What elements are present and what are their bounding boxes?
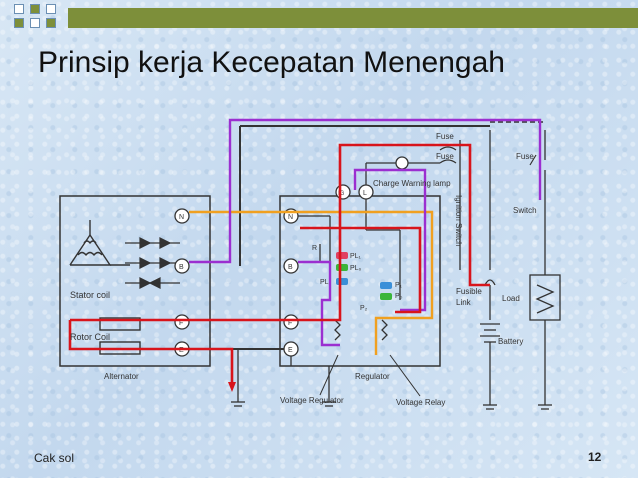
reg-terminal-l: L — [363, 190, 367, 197]
red-wire-3 — [300, 226, 422, 314]
label-r: R — [312, 245, 317, 252]
label-pl0: PL₀ — [350, 265, 362, 272]
orange-wire — [189, 210, 434, 355]
reg-terminal-ig: IG — [338, 191, 345, 197]
label-alternator: Alternator — [104, 372, 139, 381]
label-fuse-1: Fuse — [436, 132, 454, 141]
reg-terminal-b: B — [288, 264, 293, 271]
label-charge-lamp: Charge Warning lamp — [373, 179, 451, 188]
purple-wire-2 — [298, 260, 340, 347]
alt-terminal-b: B — [179, 264, 184, 271]
label-battery: Battery — [498, 337, 523, 346]
alternator-terminals — [174, 208, 190, 357]
label-p0: P₀ — [395, 293, 403, 300]
charge-lamp-icon — [395, 156, 409, 170]
label-p1: P₁ — [395, 282, 403, 289]
regulator-box — [279, 195, 441, 367]
stator-coil — [69, 220, 130, 266]
red-arrow-icon — [228, 382, 236, 392]
relay-contacts — [336, 252, 392, 300]
label-fuse-2: Fuse — [436, 152, 454, 161]
red-wire — [68, 320, 234, 385]
label-voltage-regulator: Voltage Regulator — [280, 396, 344, 405]
footer-author: Cak sol — [34, 451, 75, 465]
label-stator-coil: Stator coil — [70, 290, 110, 300]
alt-terminal-e: E — [179, 347, 184, 354]
purple-wire — [189, 118, 542, 264]
alternator-box — [59, 195, 211, 367]
label-pl1: PL₁ — [350, 253, 362, 260]
alt-terminal-n: N — [179, 214, 184, 221]
ground-symbols — [231, 350, 336, 407]
diode-bridge — [125, 237, 180, 289]
label-rotor-coil: Rotor Coil — [70, 332, 110, 342]
label-voltage-relay: Voltage Relay — [396, 398, 445, 407]
label-pl2: PL₂ — [320, 279, 332, 286]
reg-terminal-e: E — [288, 347, 293, 354]
decorative-squares — [0, 0, 70, 40]
alt-terminal-f: F — [179, 320, 183, 327]
battery-load-circuit — [480, 130, 561, 410]
slide-title: Prinsip kerja Kecepatan Menengah — [38, 46, 505, 79]
label-load: Load — [502, 294, 520, 303]
label-switch: Switch — [513, 206, 537, 215]
label-link: Link — [456, 298, 472, 307]
label-fusible: Fusible — [456, 287, 482, 296]
page-number: 12 — [588, 450, 602, 464]
label-p2: P₂ — [360, 305, 368, 312]
red-wire-2 — [70, 143, 490, 322]
reg-terminal-f: F — [288, 320, 292, 327]
fuse-icons — [439, 146, 537, 166]
reg-terminal-n: N — [288, 214, 293, 221]
purple-wire-3 — [353, 168, 427, 312]
label-fuse-3: Fuse — [516, 152, 534, 161]
header-bar — [68, 8, 638, 28]
label-regulator: Regulator — [355, 372, 390, 381]
label-ignition-switch: Ignition Switch — [454, 195, 463, 247]
